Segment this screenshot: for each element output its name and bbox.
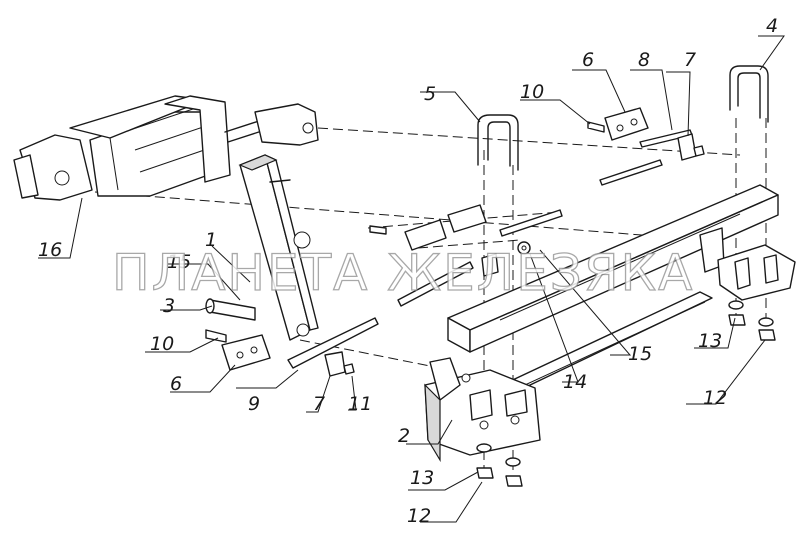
callout-10a: 10 xyxy=(520,81,544,103)
callout-12b: 12 xyxy=(703,387,727,409)
callout-9: 9 xyxy=(248,393,260,415)
callout-14: 14 xyxy=(563,371,587,393)
callout-12a: 12 xyxy=(407,505,431,527)
callout-15a: 15 xyxy=(167,251,191,273)
left-bracket-plate xyxy=(205,329,271,371)
callout-16: 16 xyxy=(38,239,62,261)
upper-fastener-group xyxy=(369,107,705,307)
hydraulic-cylinder xyxy=(13,95,319,201)
callout-4: 4 xyxy=(766,15,778,37)
watermark-text: ПЛАНЕТА ЖЕЛЕЗЯКА xyxy=(112,244,694,302)
callout-6b: 6 xyxy=(170,373,182,395)
callout-8: 8 xyxy=(638,49,650,71)
callout-11: 11 xyxy=(348,393,372,415)
left-bracket xyxy=(424,357,541,463)
callout-3: 3 xyxy=(163,295,175,317)
washers-and-nuts xyxy=(476,300,776,487)
callout-13b: 13 xyxy=(698,330,722,352)
leader-lines xyxy=(38,35,785,523)
left-rod xyxy=(287,317,379,377)
right-bracket xyxy=(699,227,796,301)
callouts: 1 2 3 4 5 6 6 7 7 8 9 10 10 11 12 12 13 … xyxy=(38,15,778,527)
callout-7a: 7 xyxy=(684,49,696,71)
callout-2: 2 xyxy=(398,425,410,447)
pin xyxy=(205,298,256,321)
callout-7b: 7 xyxy=(313,393,325,415)
callout-13a: 13 xyxy=(410,467,434,489)
callout-1: 1 xyxy=(205,229,217,251)
vertical-link xyxy=(238,154,319,341)
callout-10b: 10 xyxy=(150,333,174,355)
callout-15b: 15 xyxy=(628,343,652,365)
callout-6a: 6 xyxy=(582,49,594,71)
callout-5: 5 xyxy=(424,83,436,105)
